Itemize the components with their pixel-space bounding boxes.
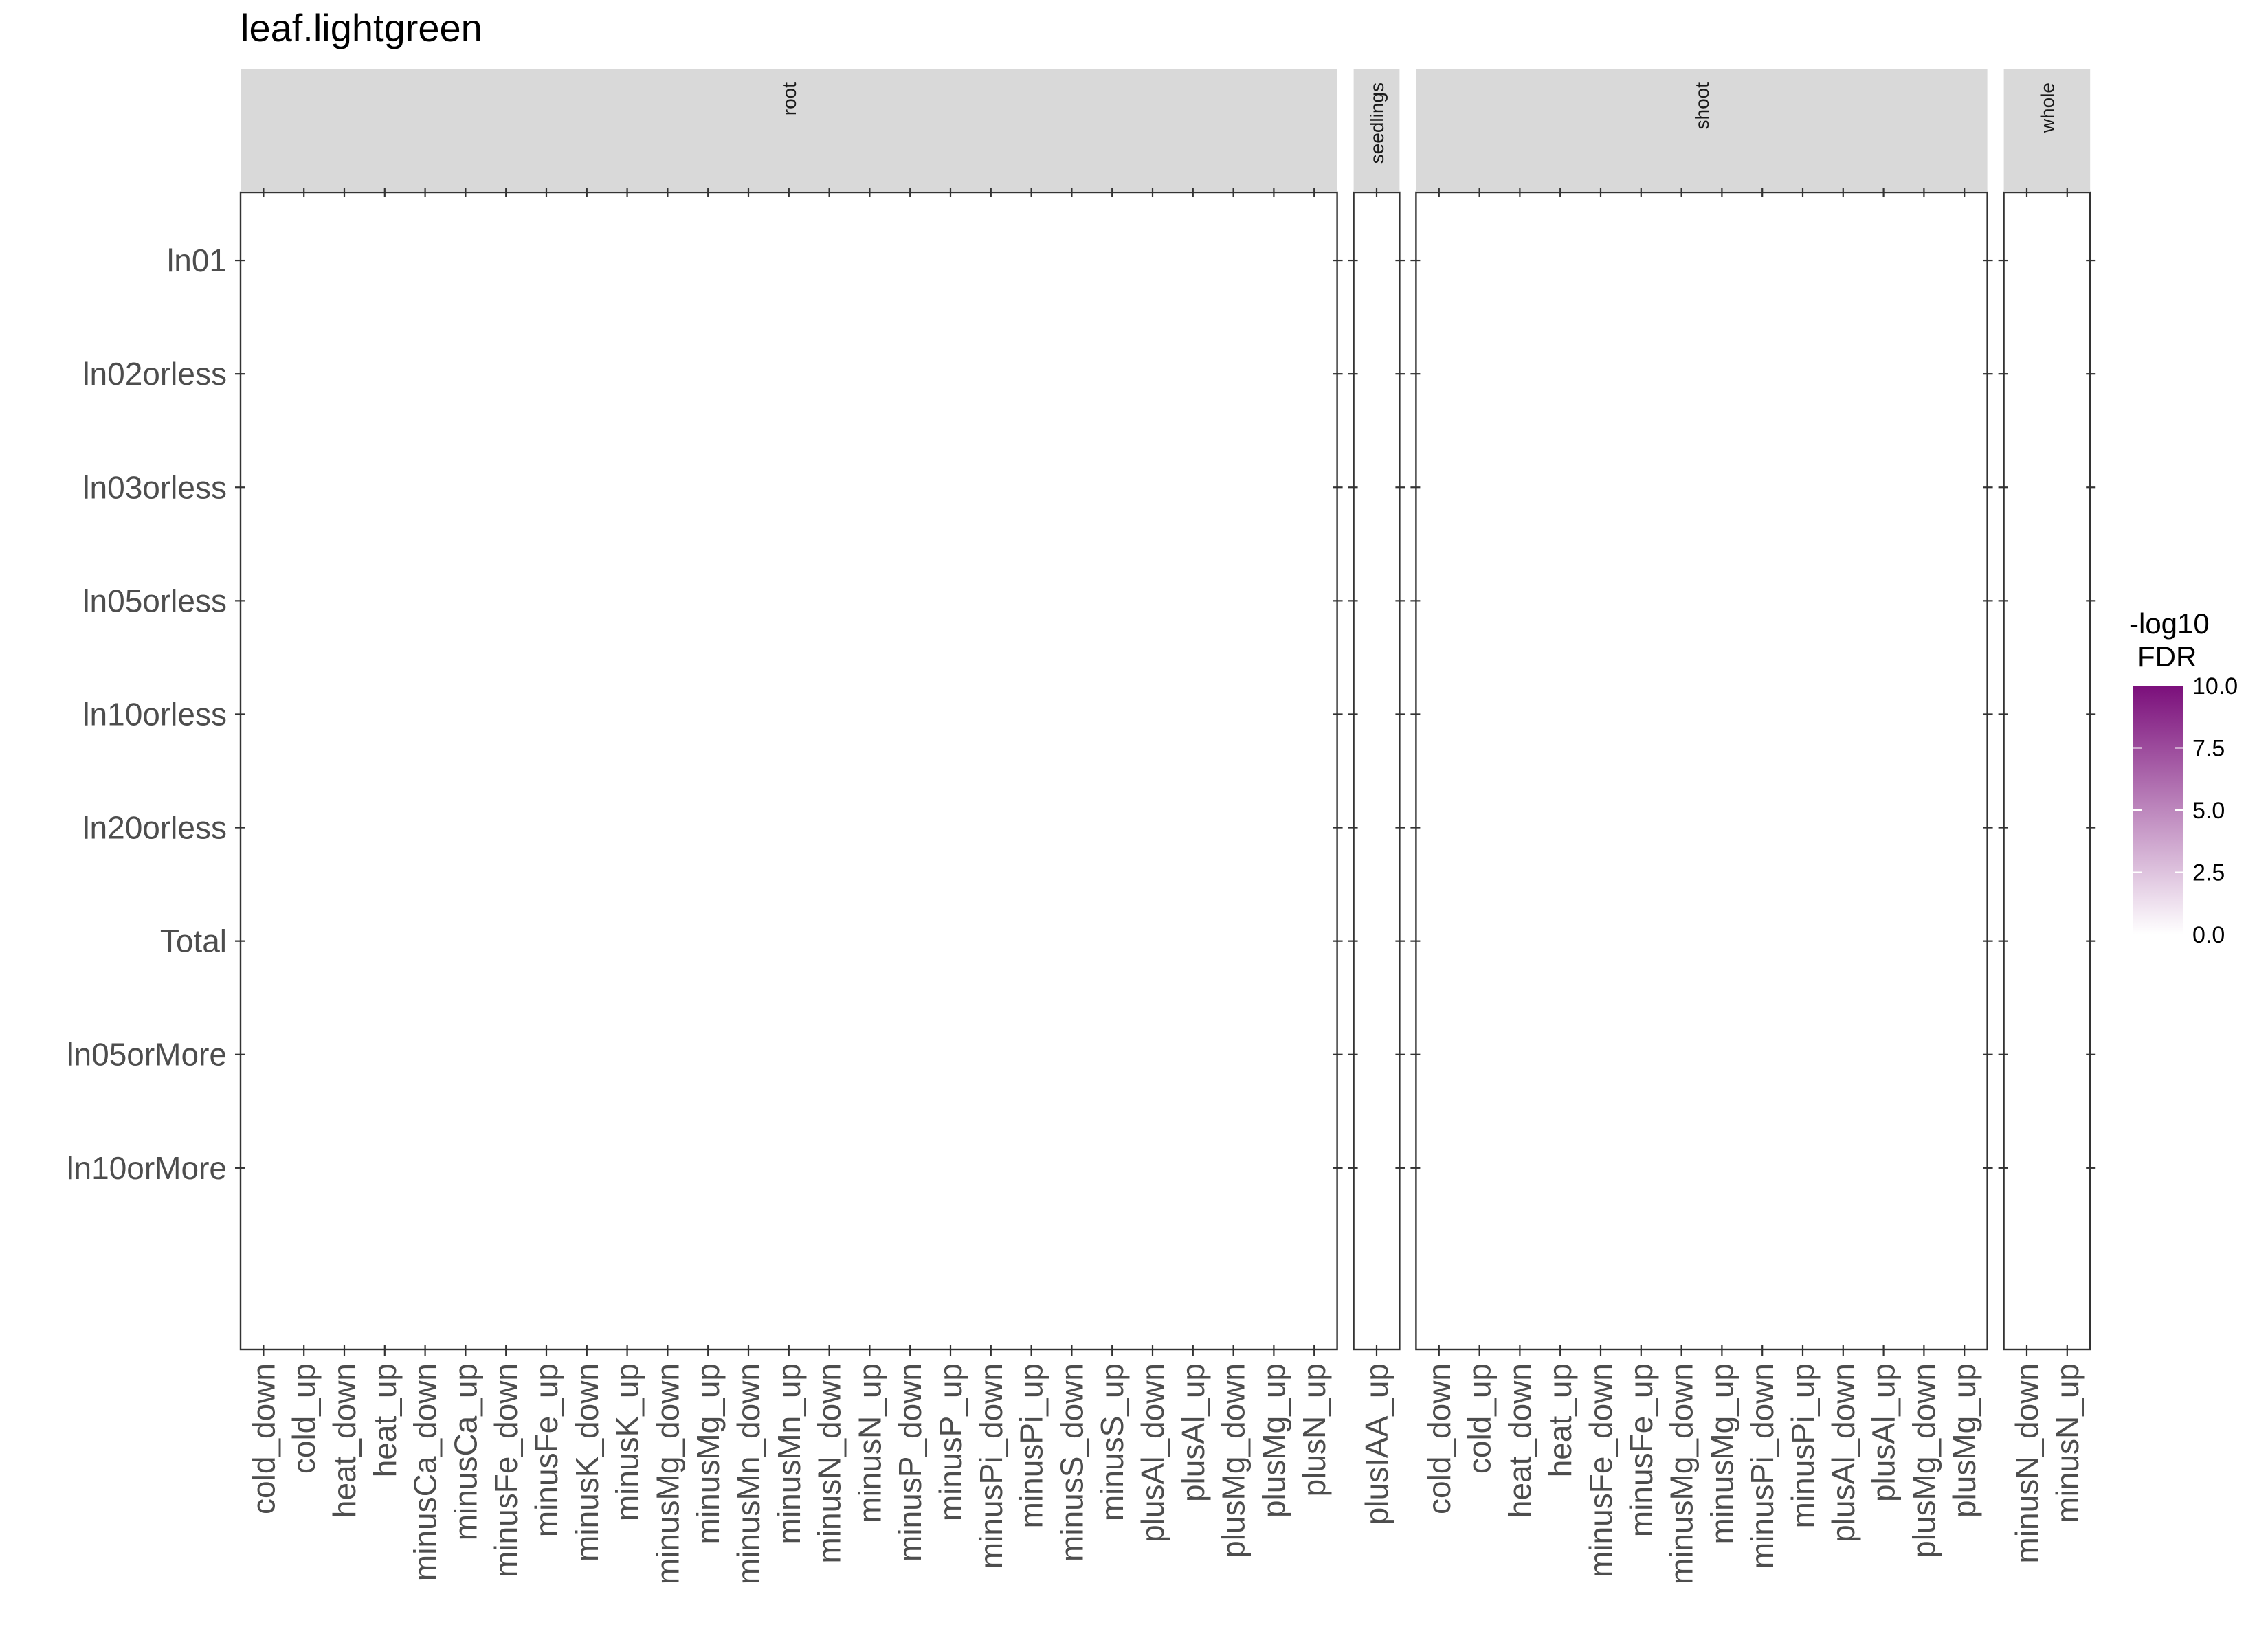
x-tick-label: minusP_down xyxy=(892,1363,928,1562)
x-tick-label: heat_up xyxy=(367,1363,403,1477)
x-tick-label: cold_down xyxy=(1421,1363,1457,1514)
x-tick-label: plusAl_down xyxy=(1825,1363,1861,1543)
x-tick-label: plusAl_up xyxy=(1866,1363,1902,1502)
y-tick-label: ln05orless xyxy=(82,583,227,618)
x-tick-label: minusFe_down xyxy=(488,1363,524,1578)
x-tick-label: minusPi_down xyxy=(973,1363,1009,1569)
facet-panel-border xyxy=(1353,191,1401,1351)
x-tick-label: heat_down xyxy=(1502,1363,1537,1518)
facet-strip xyxy=(1416,69,1988,191)
x-tick-label: minusCa_up xyxy=(447,1363,483,1540)
x-tick-label: plusIAA_up xyxy=(1359,1363,1394,1525)
x-tick-label: minusMn_down xyxy=(731,1363,766,1584)
x-tick-label: minusFe_up xyxy=(529,1363,564,1537)
x-tick-label: plusAl_up xyxy=(1175,1363,1211,1502)
x-tick-label: minusCa_down xyxy=(408,1363,443,1581)
y-tick-label: ln10orMore xyxy=(67,1150,227,1186)
x-tick-label: plusMg_up xyxy=(1946,1363,1982,1518)
x-tick-label: minusMn_up xyxy=(771,1363,807,1544)
x-tick-label: minusPi_up xyxy=(1014,1363,1049,1528)
x-tick-label: plusMg_down xyxy=(1216,1363,1252,1558)
legend-tick-label: 10.0 xyxy=(2192,673,2238,699)
y-tick-label: ln05orMore xyxy=(67,1037,227,1073)
y-tick-label: Total xyxy=(160,923,227,959)
color-legend: -log10 FDR 10.0 7.5 5.0 2.5 0.0 xyxy=(2129,607,2238,948)
y-tick-label: ln20orless xyxy=(82,810,227,846)
x-tick-label: minusPi_up xyxy=(1785,1363,1821,1528)
legend-tick-label: 7.5 xyxy=(2192,736,2225,762)
legend-title-line2: FDR xyxy=(2137,640,2197,673)
legend-tick-label: 5.0 xyxy=(2192,798,2225,824)
y-tick-label: ln01 xyxy=(167,243,227,278)
x-tick-label: cold_down xyxy=(245,1363,281,1514)
x-tick-label: minusP_up xyxy=(933,1363,968,1521)
x-tick-label: plusMg_down xyxy=(1906,1363,1942,1558)
facet-strip-label: root xyxy=(779,82,800,115)
chart-title: leaf.lightgreen xyxy=(241,6,482,49)
x-tick-label: heat_up xyxy=(1542,1363,1578,1477)
x-tick-label: cold_up xyxy=(286,1363,322,1474)
x-tick-label: minusN_down xyxy=(2009,1363,2045,1563)
facet-panel-border xyxy=(2003,191,2091,1351)
y-tick-label: ln03orless xyxy=(82,469,227,505)
x-tick-label: minusS_down xyxy=(1054,1363,1089,1562)
facet-panel-seedlings: seedlings plusIAA_up xyxy=(1348,69,1405,1525)
facet-strip-label: seedlings xyxy=(1366,82,1388,164)
facet-strip xyxy=(1353,69,1400,191)
facet-strip xyxy=(241,69,1337,191)
x-tick-label: minusN_up xyxy=(852,1363,887,1523)
x-tick-label: minusN_up xyxy=(2049,1363,2085,1523)
y-axis-labels: ln01 ln02orless ln03orless ln05orless ln10or… xyxy=(67,243,227,1186)
facet-strip-label: whole xyxy=(2036,82,2058,133)
x-tick-label: minusK_up xyxy=(610,1363,645,1521)
facet-panel-border xyxy=(1415,191,1988,1351)
x-tick-label: minusMg_up xyxy=(690,1363,726,1544)
x-tick-label: heat_down xyxy=(326,1363,362,1518)
x-tick-label: minusMg_down xyxy=(1664,1363,1700,1584)
y-tick-label: ln10orless xyxy=(82,696,227,732)
facet-panel-border xyxy=(239,191,1338,1351)
legend-title-line1: -log10 xyxy=(2129,607,2210,640)
facet-strip-label: shoot xyxy=(1691,82,1713,130)
legend-tick-label: 2.5 xyxy=(2192,860,2225,886)
x-tick-label: minusS_up xyxy=(1094,1363,1130,1521)
x-tick-label: minusMg_up xyxy=(1704,1363,1739,1544)
x-tick-label: minusN_down xyxy=(812,1363,847,1563)
x-tick-label: plusAl_down xyxy=(1135,1363,1170,1543)
x-tick-label: minusMg_down xyxy=(649,1363,685,1584)
x-tick-label: minusFe_up xyxy=(1623,1363,1659,1537)
x-tick-label: plusN_up xyxy=(1296,1363,1332,1496)
x-tick-label: minusK_down xyxy=(569,1363,605,1562)
facet-strip xyxy=(2003,69,2091,191)
x-tick-label: cold_up xyxy=(1462,1363,1498,1474)
x-tick-label: minusFe_down xyxy=(1583,1363,1619,1578)
legend-tick-label: 0.0 xyxy=(2192,922,2225,948)
x-tick-label: minusPi_down xyxy=(1744,1363,1780,1569)
y-tick-label: ln02orless xyxy=(82,356,227,392)
x-tick-label: plusMg_up xyxy=(1256,1363,1291,1518)
legend-ticks: 10.0 7.5 5.0 2.5 0.0 xyxy=(2133,673,2238,948)
